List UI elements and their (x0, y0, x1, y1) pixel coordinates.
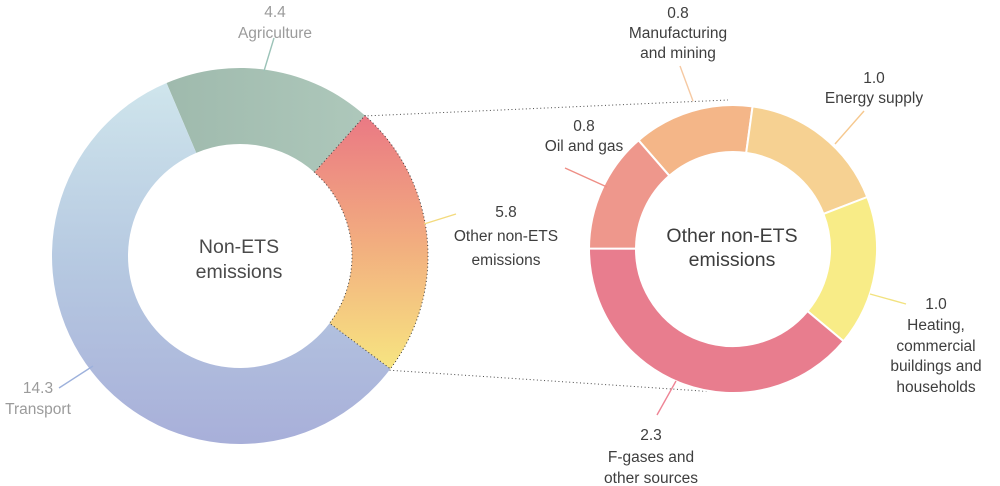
callout-oil-line1: Oil and gas (544, 138, 624, 155)
callout-transport-label: Transport (5, 401, 71, 418)
callout-transport-value: 14.3 (22, 380, 54, 397)
leader-lines (58, 37, 907, 416)
callout-heating-value: 1.0 (925, 296, 947, 313)
left-donut-center-label: Non-ETS emissions (196, 235, 283, 284)
donut-left (51, 68, 429, 445)
right-center-line2: emissions (688, 248, 776, 271)
callout-heating: 1.0 Heating, commercial buildings and ho… (890, 295, 981, 399)
callout-other-line1: Other non-ETS (453, 228, 559, 245)
callout-manufacturing-line2: and mining (640, 45, 716, 62)
right-donut-center-label: Other non-ETS emissions (666, 225, 797, 272)
right-donut-slice-energy (745, 105, 869, 215)
callout-manufacturing: 0.8 Manufacturing and mining (629, 4, 727, 64)
callout-agriculture-label: Agriculture (237, 25, 313, 42)
connector-lines (363, 99, 729, 393)
left-center-line1: Non-ETS (198, 236, 280, 258)
callout-heating-line1: Heating, (907, 316, 965, 334)
callout-other-line2: emissions (471, 252, 541, 269)
callout-oil-and-gas: 0.8 Oil and gas (545, 117, 623, 157)
energy-supply-leader-line (834, 110, 865, 145)
heating-leader-line (869, 293, 907, 305)
callout-energy-supply: 1.0 Energy supply (825, 69, 923, 109)
left-donut-slice-other (313, 114, 429, 370)
callout-heating-line4: households (896, 379, 976, 397)
callout-other-emissions: 5.8 Other non-ETS emissions (454, 201, 558, 273)
f-gases-leader-line (656, 380, 677, 416)
oil-and-gas-leader-line (564, 167, 608, 188)
connector-line-top (363, 99, 729, 117)
donut-right (587, 104, 878, 395)
callout-fgases-line2: other sources (604, 470, 698, 486)
callout-heating-line3: buildings and (890, 358, 982, 376)
callout-manufacturing-value: 0.8 (667, 5, 689, 22)
agriculture-leader-line (263, 37, 275, 72)
callout-heating-line2: commercial (896, 337, 976, 355)
transport-leader-line (58, 365, 94, 389)
left-donut-slice-agriculture (166, 68, 365, 173)
right-center-line1: Other non-ETS (666, 225, 798, 247)
callout-agriculture-value: 4.4 (264, 4, 286, 21)
right-donut-slice-oil (588, 139, 671, 250)
callout-energy-value: 1.0 (863, 70, 885, 87)
callout-manufacturing-line1: Manufacturing (628, 25, 728, 42)
left-donut-slice-transport (51, 82, 391, 445)
callout-other-value: 5.8 (495, 204, 517, 221)
callout-agriculture: 4.4 Agriculture (238, 2, 312, 44)
right-donut-slice-fgases (587, 247, 845, 395)
connector-line-bottom (385, 369, 718, 393)
other-emissions-leader-line (423, 213, 457, 225)
callout-oil-value: 0.8 (573, 118, 595, 135)
callout-fgases-value: 2.3 (640, 427, 662, 444)
callout-f-gases: 2.3 F-gases and other sources (604, 425, 698, 486)
left-center-line2: emissions (195, 260, 283, 283)
callout-energy-line1: Energy supply (824, 90, 924, 107)
callout-fgases-line1: F-gases and (607, 448, 695, 466)
manufacturing-leader-line (679, 65, 694, 102)
callout-transport: 14.3 Transport (5, 378, 71, 420)
